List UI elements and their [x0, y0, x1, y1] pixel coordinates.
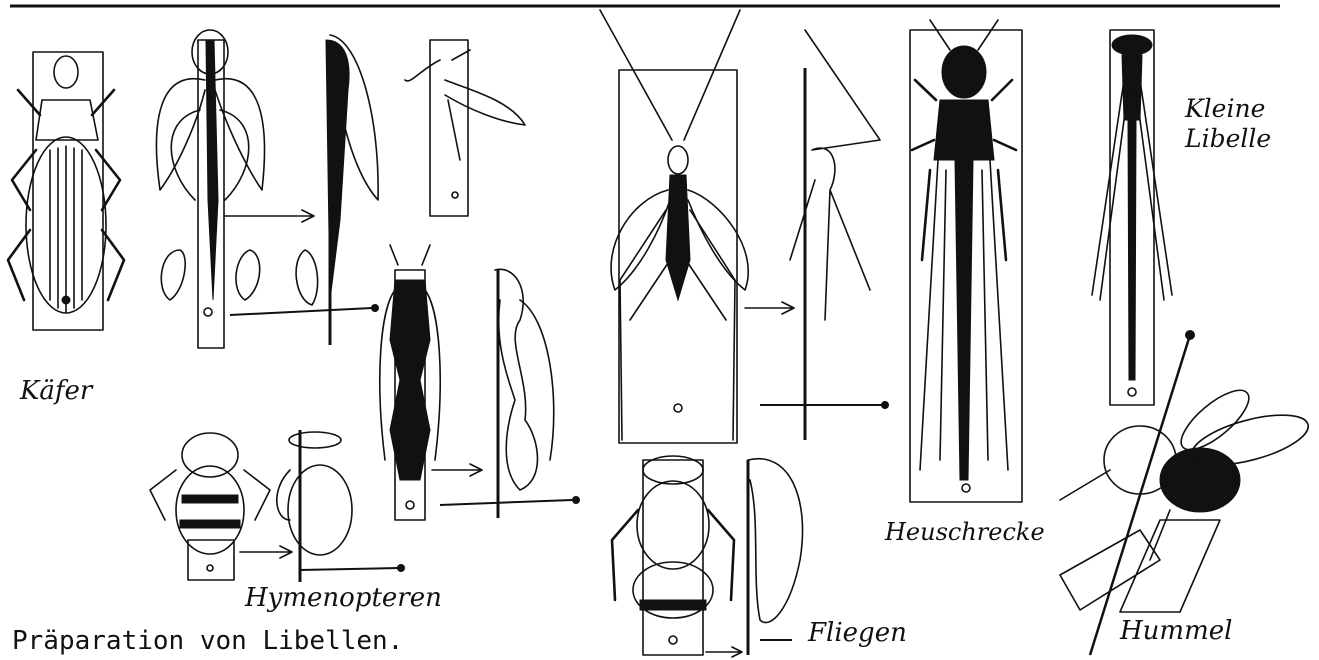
crane-fly-figure — [600, 10, 748, 443]
figure-caption: Präparation von Libellen. — [12, 626, 403, 656]
label-heuschrecke: Heuschrecke — [885, 520, 1045, 544]
label-libelle: Libelle — [1185, 126, 1271, 151]
bumblebee-figure — [1060, 330, 1313, 655]
bee-figure — [150, 433, 270, 580]
beetle-figure — [8, 52, 124, 330]
damselfly-figure — [1092, 30, 1172, 405]
arrow-housefly — [706, 647, 742, 657]
label-kaefer: Käfer — [20, 378, 92, 404]
arrow-bee — [240, 546, 292, 558]
pin-head-1 — [371, 304, 379, 312]
label-fliegen: Fliegen — [808, 620, 907, 646]
small-insect-card — [405, 40, 525, 216]
label-hummel: Hummel — [1120, 618, 1232, 644]
arrow-wasp-card — [432, 464, 482, 476]
grasshopper-figure — [910, 20, 1022, 502]
arrow-wasp-front-to-side — [224, 210, 314, 222]
wasp-card-figure — [380, 245, 440, 520]
housefly-side-figure — [748, 459, 803, 655]
label-hymenopteren: Hymenopteren — [245, 585, 442, 611]
label-kleine: Kleine — [1185, 96, 1265, 121]
pin-line-3 — [300, 568, 398, 570]
wasp-side-figure — [296, 35, 378, 345]
pin-line-1 — [230, 308, 372, 315]
wasp-card-side-figure — [495, 269, 554, 518]
pin-head-2 — [572, 496, 580, 504]
wasp-front-figure — [156, 30, 264, 348]
crane-fly-side-figure — [790, 30, 880, 440]
housefly-figure — [612, 456, 734, 655]
bee-side-figure — [277, 430, 352, 582]
pin-line-2 — [440, 500, 572, 505]
pin-head-4 — [881, 401, 889, 409]
pin-head-3 — [397, 564, 405, 572]
arrow-crane-fly — [745, 302, 794, 314]
